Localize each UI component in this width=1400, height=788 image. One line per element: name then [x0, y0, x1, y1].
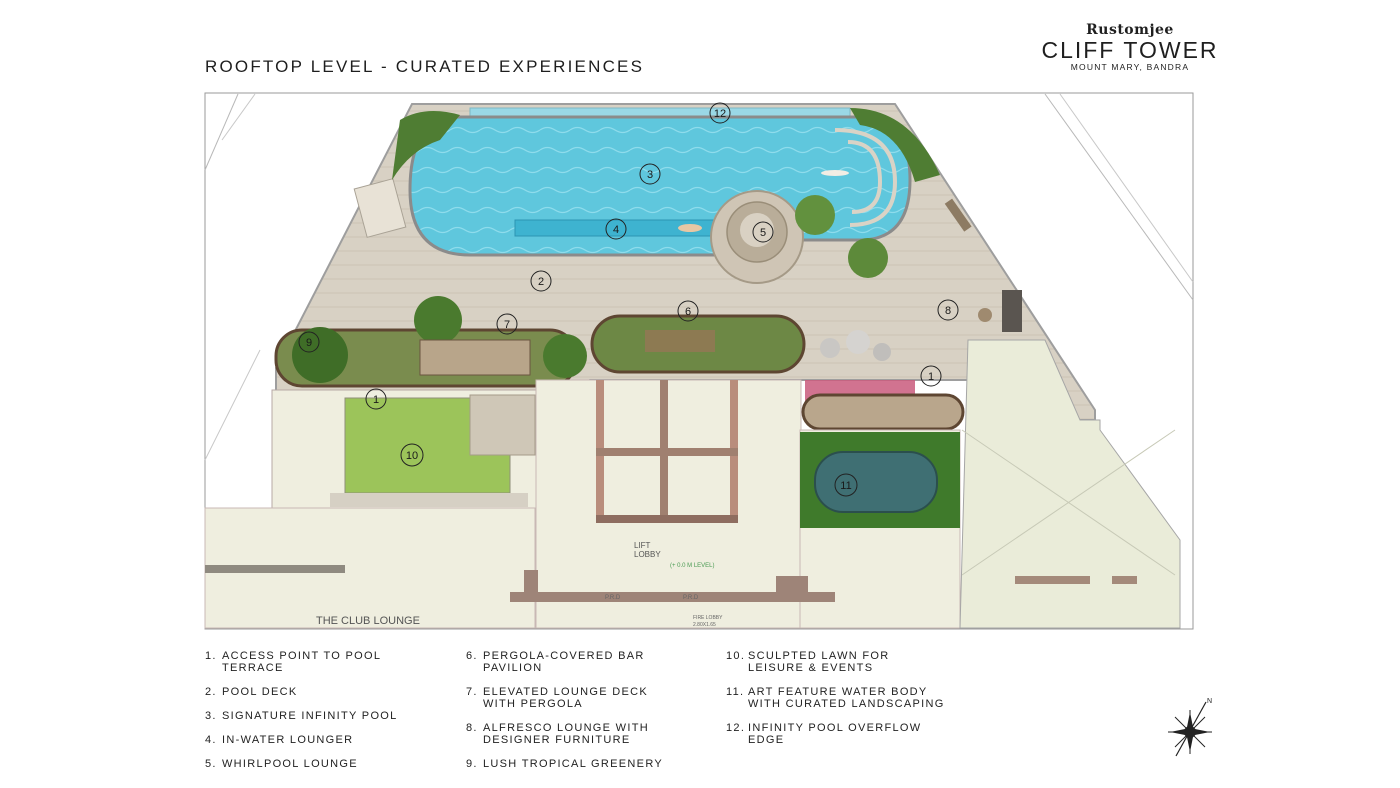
legend-column-2: 6.PERGOLA-COVERED BAR PAVILION 7.ELEVATE… [466, 650, 683, 782]
brand-project: CLIFF TOWER [1041, 37, 1219, 63]
legend-item: 10.SCULPTED LAWN FOR LEISURE & EVENTS [726, 650, 890, 674]
svg-text:2: 2 [538, 276, 544, 288]
alfresco-chair [873, 343, 891, 361]
brand-logo: Rustomjee CLIFF TOWER MOUNT MARY, BANDRA [1040, 22, 1220, 72]
compass-north-label: N [1207, 698, 1212, 705]
legend-item: 3.SIGNATURE INFINITY POOL [205, 710, 398, 722]
svg-text:6: 6 [685, 306, 691, 318]
marker-8: 8 [937, 299, 959, 321]
svg-text:1: 1 [928, 371, 934, 383]
legend-item: 4.IN-WATER LOUNGER [205, 734, 354, 746]
marker-1-left: 1 [365, 388, 387, 410]
designer-sofa [1002, 290, 1022, 332]
access-pergola [801, 393, 965, 431]
svg-text:10: 10 [406, 450, 418, 462]
svg-text:12: 12 [714, 108, 726, 120]
svg-text:9: 9 [306, 337, 312, 349]
tree [795, 195, 835, 235]
cabana [353, 178, 407, 238]
site-line [1059, 93, 1194, 283]
site-line [204, 93, 239, 171]
marker-1-right: 1 [920, 365, 942, 387]
swimmer-figure [821, 170, 849, 176]
greenery-top-right [850, 108, 940, 182]
lobby-column [524, 570, 538, 598]
lounger-figure [678, 224, 702, 232]
legend-item: 12.INFINITY POOL OVERFLOW EDGE [726, 722, 922, 746]
lift-label: LIFT [634, 541, 651, 550]
site-line [221, 93, 256, 141]
wall-segment [1112, 576, 1137, 584]
marker-10: 10 [400, 443, 424, 467]
whirlpool-center [740, 213, 774, 247]
lounge-counter [205, 565, 345, 573]
legend-item: 1.ACCESS POINT TO POOL TERRACE [205, 650, 381, 674]
tree [414, 296, 462, 344]
marker-2: 2 [530, 270, 552, 292]
north-compass-icon: N [1168, 698, 1212, 757]
bench [944, 198, 972, 232]
marker-11: 11 [834, 473, 858, 497]
wall-segment [1015, 576, 1090, 584]
svg-text:11: 11 [840, 480, 851, 492]
pergola-beam [596, 515, 738, 523]
marker-12: 12 [709, 102, 731, 124]
marker-6: 6 [677, 300, 699, 322]
art-feature-water-body [814, 451, 938, 513]
marker-4: 4 [605, 218, 627, 240]
lounge-seating [419, 339, 531, 376]
lobby-label: LOBBY [634, 550, 661, 559]
lawn-edge [330, 493, 528, 507]
svg-text:7: 7 [504, 319, 510, 331]
greenery-top-left [392, 111, 460, 180]
legend-column-1: 1.ACCESS POINT TO POOL TERRACE 2.POOL DE… [205, 650, 422, 782]
steps-block [469, 394, 536, 456]
page-title: ROOFTOP LEVEL - CURATED EXPERIENCES [205, 57, 645, 76]
fire-lobby-size: 2.80X1.65 [693, 622, 716, 628]
svg-text:8: 8 [945, 305, 951, 317]
svg-text:3: 3 [647, 169, 653, 181]
legend-item: 8.ALFRESCO LOUNGE WITH DESIGNER FURNITUR… [466, 722, 649, 746]
lobby-wall [510, 592, 835, 602]
legend-item: 7.ELEVATED LOUNGE DECK WITH PERGOLA [466, 686, 648, 710]
tree [848, 238, 888, 278]
brand-location: MOUNT MARY, BANDRA [1070, 62, 1190, 72]
legend-item: 2.POOL DECK [205, 686, 298, 698]
lift-lobby-floor [535, 379, 802, 629]
legend-item: 5.WHIRLPOOL LOUNGE [205, 758, 358, 770]
marker-5: 5 [752, 221, 774, 243]
terrace-lower-right [959, 339, 1181, 629]
tropical-greenery [292, 327, 348, 383]
legend-column-3: 10.SCULPTED LAWN FOR LEISURE & EVENTS 11… [726, 650, 948, 758]
alfresco-chair [846, 330, 870, 354]
svg-text:5: 5 [760, 227, 766, 239]
side-table [978, 308, 992, 322]
site-line [1044, 93, 1194, 301]
club-lounge-label: THE CLUB LOUNGE [316, 615, 420, 627]
brand-developer: Rustomjee [1086, 22, 1174, 38]
pool-steps [834, 128, 898, 227]
svg-text:1: 1 [373, 394, 379, 406]
marker-7: 7 [496, 313, 518, 335]
legend-item: 11.ART FEATURE WATER BODY WITH CURATED L… [726, 686, 945, 710]
prd-label-2: P.R.D [683, 595, 699, 601]
site-line [204, 349, 261, 461]
alfresco-chair [820, 338, 840, 358]
legend-item: 6.PERGOLA-COVERED BAR PAVILION [466, 650, 645, 674]
pool-steps [847, 140, 883, 214]
lobby-column [776, 576, 808, 592]
level-note: (+ 0.0 M LEVEL) [670, 563, 715, 569]
prd-label-1: P.R.D [605, 595, 621, 601]
fire-lobby-label: FIRE LOBBY [693, 615, 723, 621]
legend-item: 9.LUSH TROPICAL GREENERY [466, 758, 663, 770]
svg-text:4: 4 [613, 224, 619, 236]
marker-9: 9 [298, 331, 320, 353]
marker-3: 3 [639, 163, 661, 185]
tree [543, 334, 587, 378]
pergola-beam [596, 448, 738, 456]
bar-counter [645, 330, 715, 352]
